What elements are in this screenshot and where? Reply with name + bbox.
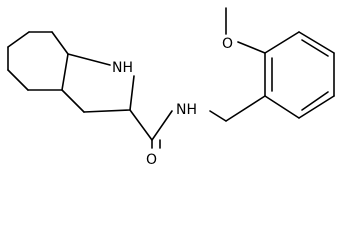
cyclohexane-ring: [7, 31, 69, 91]
amine-nh-label: NH: [112, 60, 133, 76]
carbonyl-oxygen-label: O: [146, 152, 157, 168]
bond: [7, 69, 29, 91]
bond: [264, 31, 300, 54]
bond: [264, 95, 300, 119]
bond: [237, 41, 266, 54]
bond: [61, 53, 69, 91]
bond: [298, 95, 335, 119]
benzene-ring: [225, 31, 335, 122]
bond: [209, 110, 227, 122]
bond: [67, 53, 111, 66]
bond: [225, 95, 266, 122]
amide-group: [129, 109, 227, 149]
bond: [129, 109, 153, 141]
bond: [51, 31, 69, 55]
bond: [298, 31, 335, 54]
amide-nh-label: NH: [176, 102, 197, 118]
bond: [61, 89, 85, 113]
bond: [7, 31, 30, 48]
ether-oxygen-label: O: [222, 36, 233, 52]
aromatic-inner-bond: [301, 91, 329, 111]
bond: [151, 110, 173, 141]
methoxy-group: [225, 7, 266, 54]
chemical-structure-diagram: NH NH O O: [7, 7, 335, 168]
pyrrolidine-ring: [61, 53, 135, 113]
aromatic-inner-bond: [301, 39, 329, 57]
bond: [129, 75, 135, 111]
bond: [83, 109, 131, 113]
